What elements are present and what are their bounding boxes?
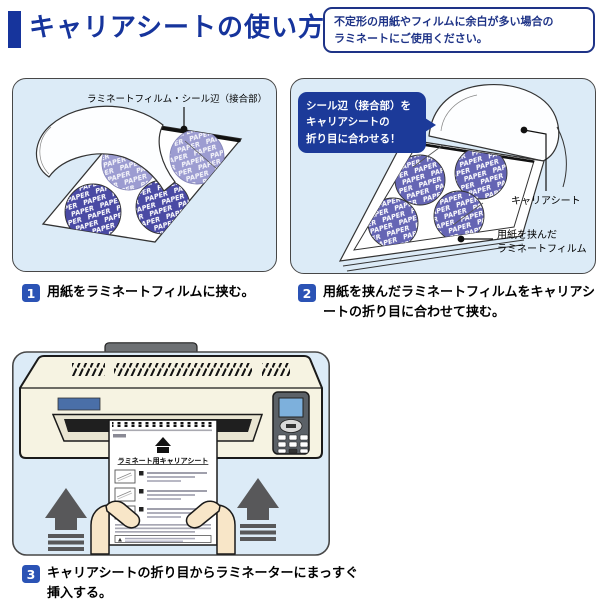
crease-line [452,202,484,226]
keypad-buttons [277,434,309,454]
panel-step3-illustration: ラミネート用キャリアシート [12,342,330,556]
step1-caption: 1 用紙をラミネートフィルムに挟む。 [22,283,284,303]
sheet-stack-edges [342,239,525,272]
vent-slits [262,363,290,376]
step2-caption: 2 用紙を挟んだラミネートフィルムをキャリアシートの折り目に合わせて挟む。 [298,283,596,322]
leader-line [523,129,547,191]
step3-caption: 3 キャリアシートの折り目からラミネーターにまっすぐ挿入する。 [22,564,362,603]
sheet-title: ラミネート用キャリアシート [118,457,209,465]
film-with-paper-label: 用紙を挟んだ ラミネートフィルム [497,229,587,256]
right-hand [185,500,236,555]
panel-step1-illustration: PAPER PAPER PAPER PAPER PAPER PAPER [12,78,277,272]
laminate-film-illustration: PAPER PAPER PAPER PAPER PAPER PAPER [35,105,243,243]
paper-circle [64,183,122,241]
sheet-logo [113,434,126,438]
step3-badge: 3 [22,565,40,583]
paper-circle [169,129,225,185]
cover-drape-edge [556,126,567,188]
fold-alignment-callout: シール辺（接合部）を キャリアシートの 折り目に合わせる！ [298,92,436,153]
crease-line [184,140,218,170]
crease-line [412,144,444,168]
cover-curl-line [440,94,478,132]
left-hand [90,500,141,555]
label-line: ラミネートフィルム [497,243,587,255]
paper-circles-group [367,146,508,249]
insert-direction-arrow-left [45,488,87,551]
sheet-warning-strip [114,535,212,543]
carrier-sheet-illustration: PAPER PAPER PAPER [338,84,567,272]
page-title: キャリアシートの使い方 [29,13,325,43]
sheet-footnote-lines [115,524,211,533]
alignment-ticks [112,422,213,427]
title-accent-bar [8,11,21,48]
carrier-sheet-label: キャリアシート [511,196,581,207]
callout-line: 折り目に合わせる！ [306,132,401,145]
step2-badge: 2 [298,284,316,302]
laminator-illustration: ラミネート用キャリアシート [12,342,330,556]
sheet-arrow-icon [155,437,171,453]
peeled-film-flap [35,105,176,192]
panel-step2-illustration: PAPER PAPER PAPER シール辺（接合部） [290,78,596,274]
insert-direction-arrow-right [237,478,279,541]
usage-note-box: 不定形の用紙やフィルムに余白が多い場合の ラミネートにご使用ください。 [323,7,595,54]
carrier-cover-flap [428,84,560,162]
callout-tail [425,118,436,132]
flap-curl-line [39,126,52,175]
label-line: 用紙を挟んだ [497,230,557,241]
step1-badge: 1 [22,284,40,302]
vent-slits [72,363,105,376]
leader-dot [520,126,528,134]
callout-line: キャリアシートの [306,116,390,129]
control-panel [272,391,310,455]
leader-dot [180,125,188,133]
control-screen [278,397,304,418]
vent-slits [114,363,252,376]
seal-edge-label: ラミネートフィルム・シール辺（接合部） [87,94,268,105]
brand-plate [57,397,101,411]
callout-line: シール辺（接合部）を [306,100,411,112]
